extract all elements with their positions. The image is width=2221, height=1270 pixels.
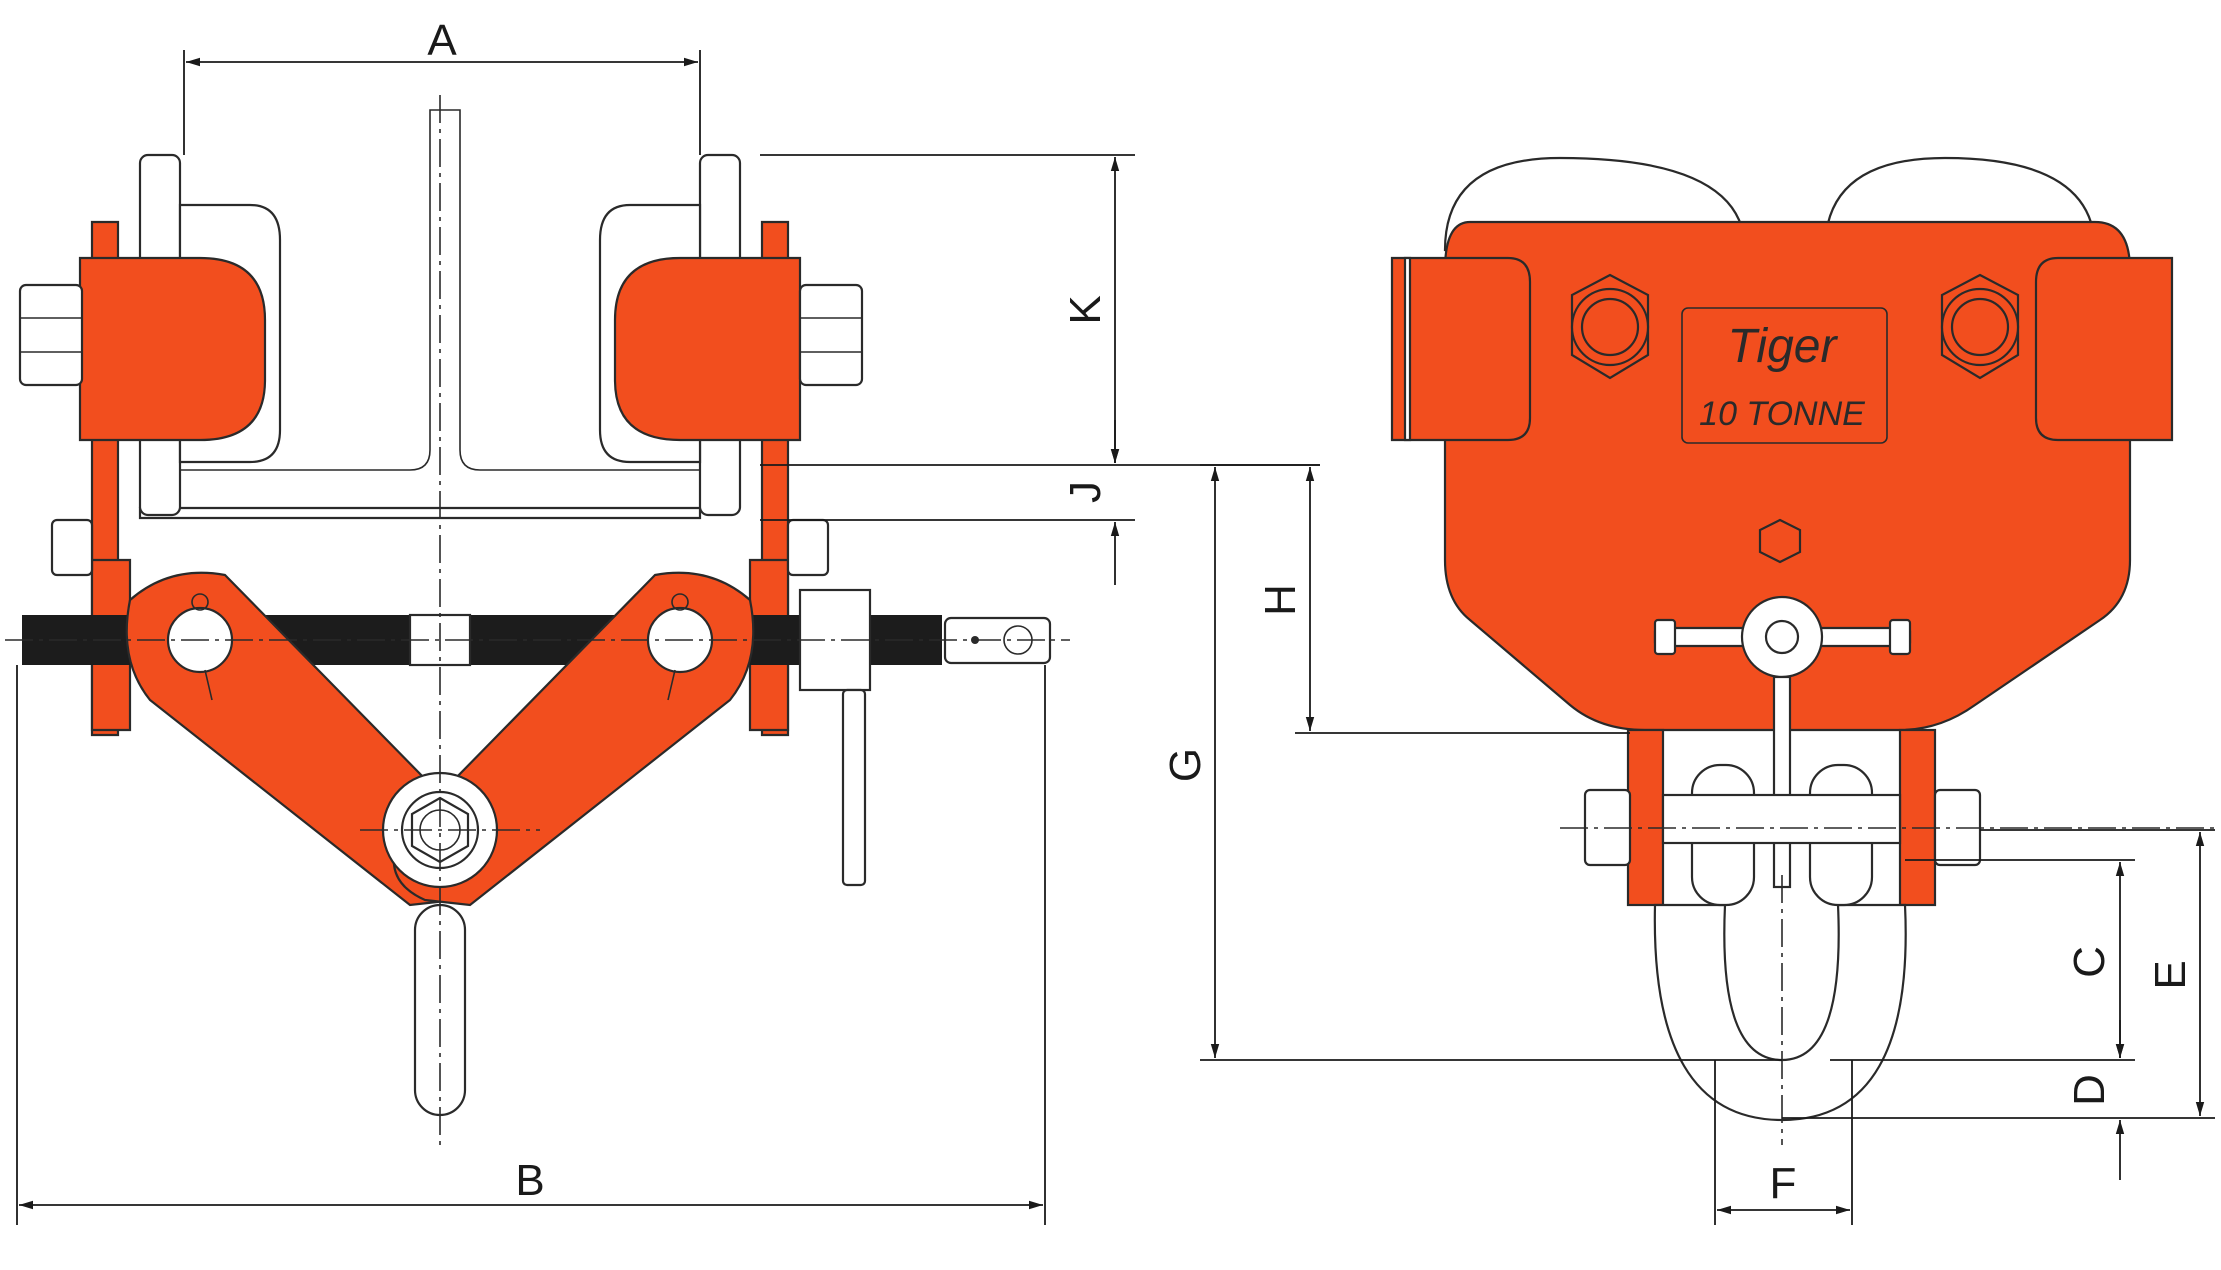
side-left-axle-boss <box>1570 273 1650 380</box>
dim-label-h: H <box>1256 584 1305 616</box>
dim-label-f: F <box>1770 1159 1797 1208</box>
right-axle-nut <box>798 283 864 387</box>
side-shackle <box>1653 763 1907 1122</box>
left-small-bolt <box>50 518 94 577</box>
left-axle-nut <box>18 283 84 387</box>
right-side-plate <box>613 220 802 737</box>
side-left-end-block <box>1390 256 1532 442</box>
side-right-lug <box>1898 728 1937 907</box>
front-view <box>5 95 1070 1150</box>
nameplate: Tiger 10 TONNE <box>1681 307 1888 444</box>
nameplate-brand: Tiger <box>1728 320 1839 373</box>
dim-label-c: C <box>2065 946 2114 978</box>
dim-label-d: D <box>2065 1074 2114 1106</box>
nameplate-capacity: 10 TONNE <box>1699 395 1865 433</box>
side-left-lug <box>1626 728 1665 907</box>
dim-label-k: K <box>1061 295 1110 324</box>
side-right-axle-boss <box>1940 273 2020 380</box>
dim-label-j: J <box>1061 481 1110 503</box>
front-dimensions: A B K J <box>16 16 1320 1225</box>
side-right-end-block <box>2034 256 2174 442</box>
dim-label-g: G <box>1161 748 1210 782</box>
dim-label-b: B <box>515 1156 544 1205</box>
right-small-bolt <box>786 518 830 577</box>
side-view: Tiger 10 TONNE <box>1390 156 2215 1145</box>
dim-label-a: A <box>427 16 457 65</box>
side-adjust-nut <box>1758 518 1802 564</box>
dim-label-e: E <box>2146 960 2195 989</box>
adjust-handle <box>841 688 867 887</box>
side-dimensions: G H C D E F <box>1161 464 2215 1225</box>
